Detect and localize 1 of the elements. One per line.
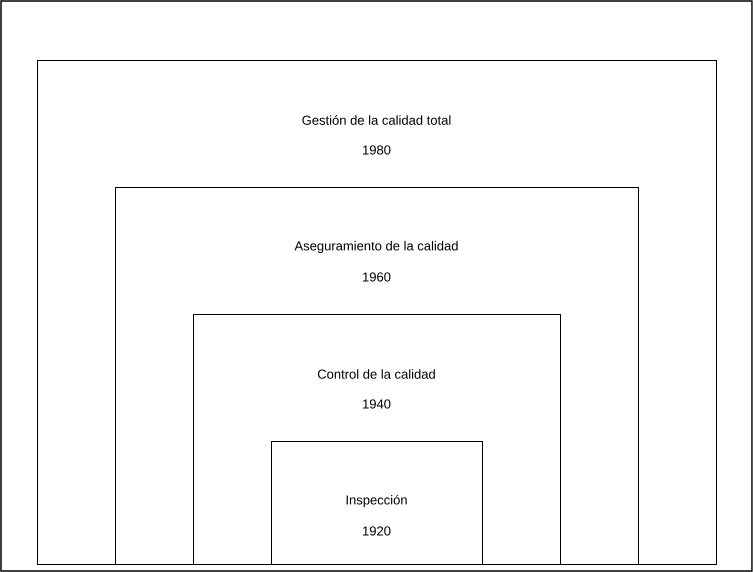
nested-box: Inspección 1920 [271,440,483,565]
